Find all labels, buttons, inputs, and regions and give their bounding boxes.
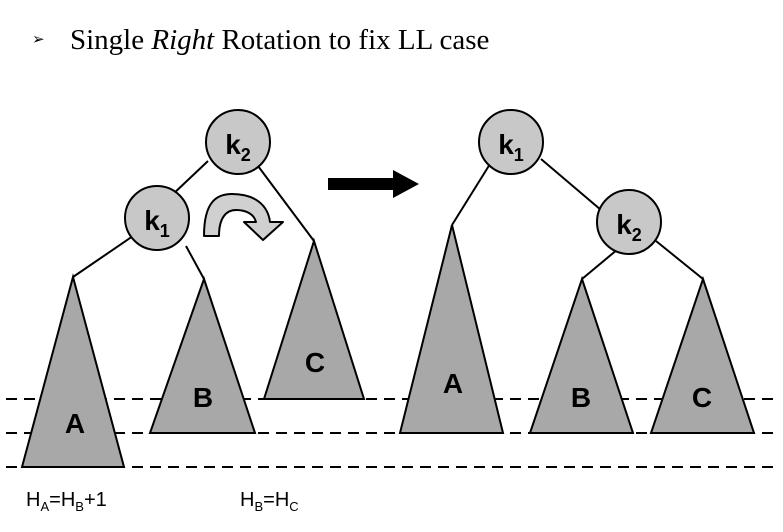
before-subtree-a bbox=[20, 273, 126, 468]
before-node-k1 bbox=[124, 185, 190, 251]
bullet-arrow-icon: ➢ bbox=[32, 32, 45, 48]
after-node-k1-label: k1 bbox=[498, 129, 524, 165]
after-subtree-c bbox=[649, 275, 756, 434]
edge-k1-a bbox=[72, 235, 134, 278]
before-subtree-c bbox=[262, 237, 366, 400]
after-node-k1 bbox=[478, 109, 544, 175]
after-edges bbox=[451, 158, 704, 280]
slide-heading: ➢ Single Right Rotation to fix LL case bbox=[32, 24, 489, 57]
before-edges bbox=[72, 160, 315, 280]
edge-k2-c bbox=[655, 240, 704, 280]
heading-text-italic: Right bbox=[151, 24, 215, 56]
before-node-k1-label: k1 bbox=[144, 205, 170, 241]
caption-left: HA=HB+1 bbox=[26, 489, 107, 514]
after-node-k2-label: k2 bbox=[616, 209, 642, 245]
curved-rotation-arrow-icon bbox=[203, 193, 284, 241]
edge-k1-b bbox=[185, 245, 205, 280]
heading-text-start: Single bbox=[70, 24, 152, 56]
after-tree: A B C k1 k2 bbox=[398, 109, 756, 434]
before-label-c: C bbox=[305, 347, 325, 378]
before-tree: A B C k2 k1 bbox=[20, 109, 366, 468]
before-node-k2 bbox=[205, 109, 271, 175]
edge-k1-k2 bbox=[540, 158, 602, 211]
after-node-k2 bbox=[596, 189, 662, 255]
before-label-a: A bbox=[65, 408, 85, 439]
after-label-a: A bbox=[443, 368, 463, 399]
edge-k1-a bbox=[451, 163, 491, 226]
edge-k2-c bbox=[257, 165, 315, 242]
right-arrow-icon bbox=[328, 170, 419, 198]
edge-k2-b bbox=[581, 248, 619, 280]
after-subtree-b bbox=[528, 275, 635, 434]
after-label-b: B bbox=[571, 382, 591, 413]
height-guide-lines bbox=[6, 398, 780, 468]
after-label-c: C bbox=[692, 382, 712, 413]
before-subtree-b bbox=[148, 275, 257, 434]
heading-text-end: Rotation to fix LL case bbox=[214, 24, 490, 56]
before-node-k2-label: k2 bbox=[225, 129, 251, 165]
edge-k2-k1 bbox=[170, 160, 209, 197]
after-subtree-a bbox=[398, 224, 505, 434]
before-label-b: B bbox=[193, 382, 213, 413]
caption-right: HB=HC bbox=[240, 489, 299, 514]
